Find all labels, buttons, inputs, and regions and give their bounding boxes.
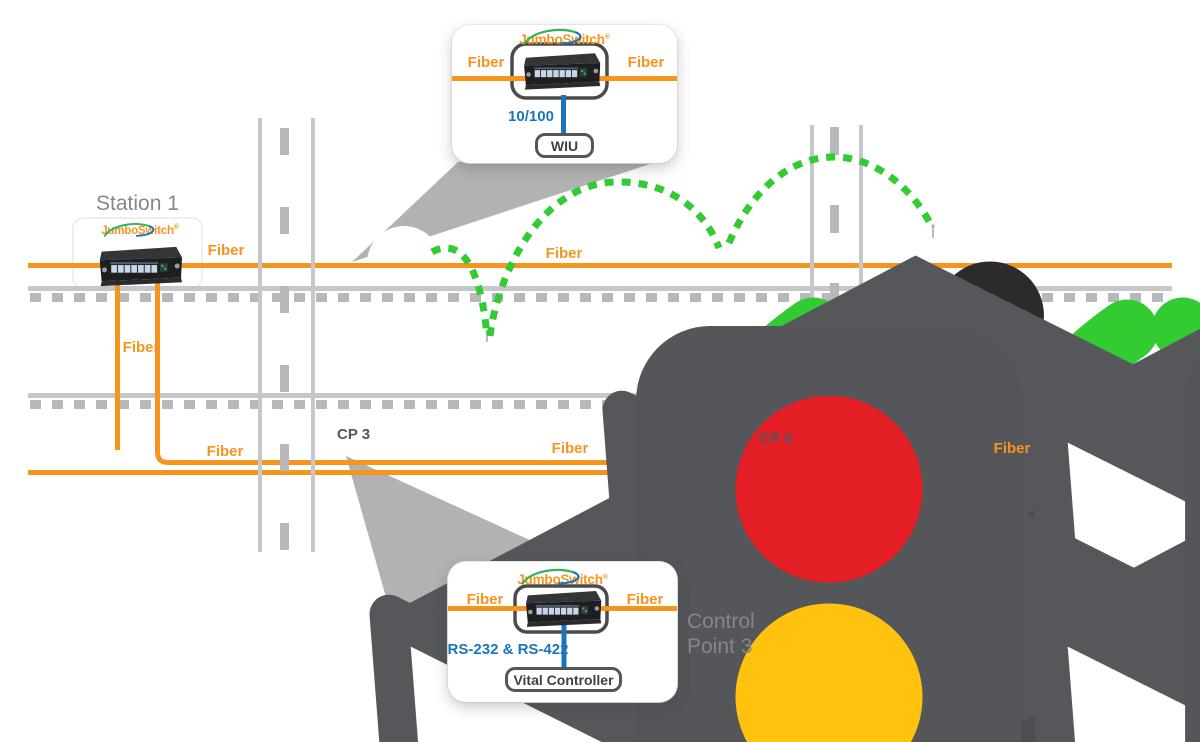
control-point-label: Control Point 3 [687, 610, 755, 658]
logo-reg-mark: ® [602, 574, 608, 581]
station-switch-device [99, 246, 182, 287]
wireless-links [430, 153, 936, 337]
cp4-label: CP 4 [759, 430, 793, 447]
fiber-label: Fiber [626, 591, 664, 608]
road-left [258, 118, 315, 552]
logo-reg-mark: ® [173, 224, 179, 231]
callout-vc-art [448, 584, 677, 670]
logo-text: JumboSwitch [519, 32, 605, 47]
traffic-signal-right [1185, 326, 1200, 742]
fiber-label: Fiber [207, 242, 245, 259]
logo-text: JumboSwitch [101, 225, 174, 237]
logo-text: JumboSwitch [517, 572, 603, 587]
train-right [904, 224, 1200, 742]
switch-device [524, 53, 601, 90]
wireless-link-train-tower2 [486, 178, 723, 337]
logo-reg-mark: ® [604, 34, 610, 41]
jumboswitch-logo: JumboSwitch® [84, 223, 196, 237]
wireless-link-tower2-train [725, 153, 936, 245]
fiber-label: Fiber [993, 440, 1031, 457]
fiber-label: Fiber [466, 591, 504, 608]
fiber-label: Fiber [467, 54, 505, 71]
fiber-label: Fiber [122, 339, 160, 356]
link-speed-label: 10/100 [508, 108, 554, 125]
fiber-label: Fiber [206, 443, 244, 460]
fiber-run-bottom-upper [155, 280, 1172, 465]
cp3-label: CP 3 [337, 426, 371, 443]
switch-device [526, 591, 602, 627]
serial-standard-label: RS-232 & RS-422 [447, 641, 569, 658]
callout-wiu: JumboSwitch® Fiber Fiber 10/100 WIU [452, 25, 677, 163]
jumboswitch-logo: JumboSwitch® [448, 568, 677, 587]
wiu-box: WIU [535, 133, 594, 158]
vital-controller-box: Vital Controller [505, 667, 622, 692]
station-title: Station 1 [96, 192, 179, 215]
fiber-label: Fiber [627, 54, 665, 71]
callout-vital-controller: JumboSwitch® Fiber Fiber RS-232 & RS-422… [448, 562, 677, 702]
fiber-label: Fiber [545, 245, 583, 262]
fiber-label: Fiber [551, 440, 589, 457]
traffic-signal-left [636, 326, 1022, 742]
jumboswitch-logo: JumboSwitch® [452, 28, 677, 47]
wireless-link-tower1-train [430, 244, 491, 337]
